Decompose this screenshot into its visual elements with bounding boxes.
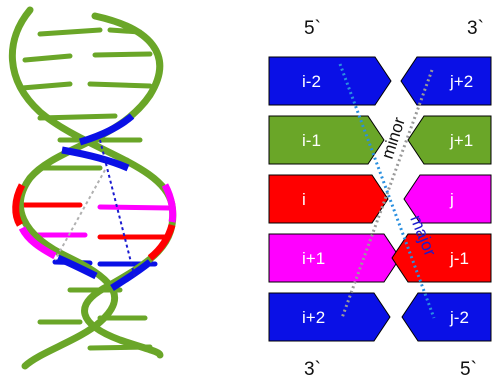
strand-segment-blue [61, 146, 130, 172]
end-label-top-left: 5` [304, 18, 321, 39]
base-label-left: i+2 [302, 308, 325, 327]
base-block-left [268, 233, 401, 283]
helix-strand-2 [8, 6, 177, 359]
base-block-right [391, 233, 492, 283]
strand-segment-magenta [18, 226, 57, 260]
base-label-right: j+1 [449, 131, 473, 150]
end-label-bottom-left: 3` [304, 359, 321, 380]
helix-strand-1 [17, 12, 164, 370]
minor-groove-label: minor [378, 115, 409, 162]
base-label-right: j-1 [449, 249, 469, 268]
base-label-left: i-2 [302, 72, 321, 91]
end-label-top-right: 3` [467, 18, 484, 39]
base-block-left [268, 174, 389, 224]
base-block-left [268, 56, 392, 106]
base-block-right [400, 56, 492, 106]
base-label-right: j-2 [449, 308, 469, 327]
base-label-left: i [302, 190, 306, 209]
base-label-left: i-1 [302, 131, 321, 150]
strand-segment-red [147, 224, 176, 261]
base-block-left [268, 115, 385, 165]
strand-segment-magenta [161, 183, 177, 223]
base-block-right [403, 174, 492, 224]
strand-segment-red [12, 183, 26, 227]
rung-magenta [97, 204, 173, 211]
strand-segment-blue [56, 254, 98, 280]
helix-minor-guide [54, 169, 106, 261]
minor-groove-line [340, 69, 434, 319]
base-block-right [407, 115, 492, 165]
rung-green [37, 27, 103, 37]
base-block-right [401, 292, 492, 342]
rung-green [92, 51, 153, 58]
strand-segment-blue [78, 113, 135, 146]
major-groove-line [338, 63, 436, 319]
base-label-left: i+1 [302, 249, 325, 268]
helix-rungs [15, 27, 173, 351]
base-label-right: j [449, 190, 454, 209]
rung-green [19, 81, 73, 91]
double-helix-illustration [8, 6, 177, 370]
base-block-left [268, 292, 391, 342]
rung-green [22, 53, 73, 63]
end-label-bottom-right: 5` [460, 359, 477, 380]
rung-green [87, 81, 153, 89]
base-label-right: j+2 [449, 72, 473, 91]
